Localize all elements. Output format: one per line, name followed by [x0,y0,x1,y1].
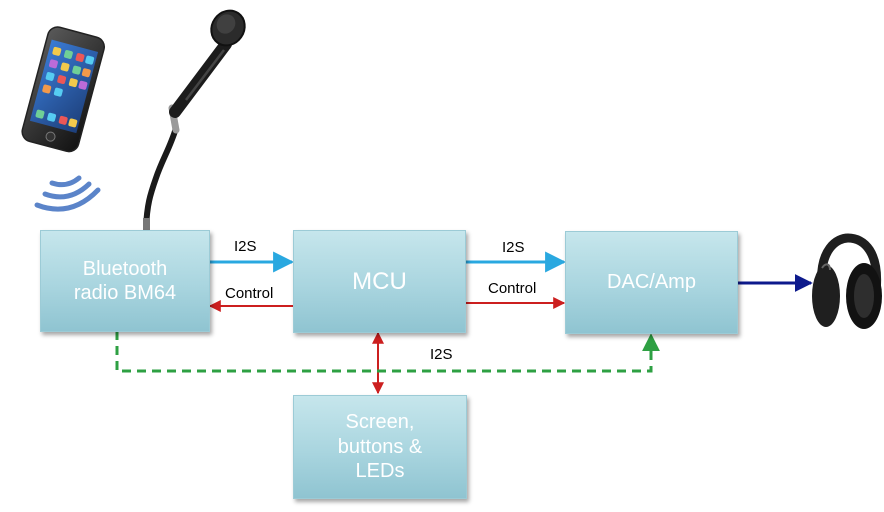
wireless-signal-icon [34,175,101,212]
screen-buttons-leds-block: Screen, buttons & LEDs [293,395,467,499]
bluetooth-radio-block: Bluetooth radio BM64 [40,230,210,332]
headphones-icon [812,233,882,329]
mcu-label: MCU [352,267,407,295]
label-bypass-i2s: I2S [430,346,453,363]
bluetooth-radio-label: Bluetooth radio BM64 [73,257,177,304]
screen-buttons-leds-label: Screen, buttons & LEDs [337,411,423,483]
label-mcu-to-dac-control: Control [488,280,537,297]
microphone-icon [143,9,246,230]
label-mcu-to-bt-control: Control [225,285,274,302]
smartphone-icon [21,26,106,153]
mcu-block: MCU [293,230,466,333]
arrow-bt-to-dac-bypass [115,331,660,373]
dac-amp-label: DAC/Amp [607,271,696,294]
label-mcu-to-dac-i2s: I2S [502,239,525,256]
label-bt-to-mcu-i2s: I2S [234,238,257,255]
dac-amp-block: DAC/Amp [565,231,738,334]
